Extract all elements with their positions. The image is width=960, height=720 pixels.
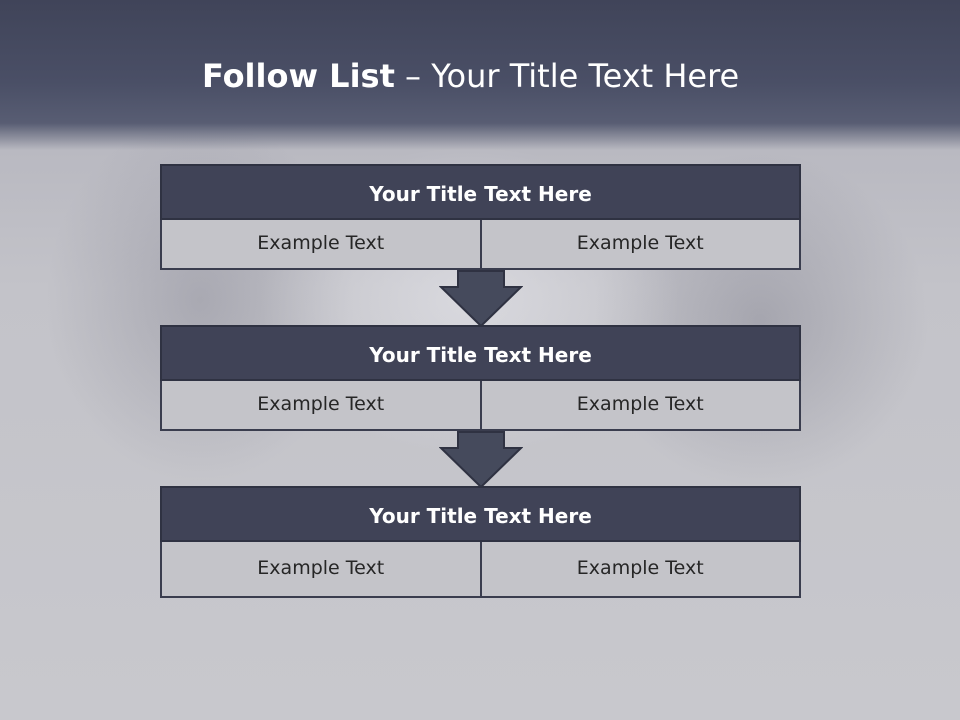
step-2-right-cell: Example Text xyxy=(481,381,801,431)
slide-title: Follow List – Your Title Text Here xyxy=(202,52,739,100)
step-1-right-cell: Example Text xyxy=(481,220,801,270)
step-1-left-cell: Example Text xyxy=(160,220,482,270)
step-1-title: Your Title Text Here xyxy=(160,164,801,220)
step-3-title: Your Title Text Here xyxy=(160,486,801,542)
step-block-2: Your Title Text Here Example Text Exampl… xyxy=(160,325,801,431)
step-3-right-cell: Example Text xyxy=(481,542,801,598)
title-bold: Follow List xyxy=(202,57,395,95)
step-1-row: Example Text Example Text xyxy=(160,220,801,270)
step-3-row: Example Text Example Text xyxy=(160,542,801,598)
step-2-left-cell: Example Text xyxy=(160,381,482,431)
step-2-row: Example Text Example Text xyxy=(160,381,801,431)
step-block-3: Your Title Text Here Example Text Exampl… xyxy=(160,486,801,598)
step-3-left-cell: Example Text xyxy=(160,542,482,598)
header-band xyxy=(0,0,960,150)
down-arrow-2 xyxy=(439,431,523,489)
step-block-1: Your Title Text Here Example Text Exampl… xyxy=(160,164,801,270)
title-rest: Your Title Text Here xyxy=(431,57,740,95)
down-arrow-1 xyxy=(439,270,523,328)
step-2-title: Your Title Text Here xyxy=(160,325,801,381)
title-dash: – xyxy=(405,57,422,95)
